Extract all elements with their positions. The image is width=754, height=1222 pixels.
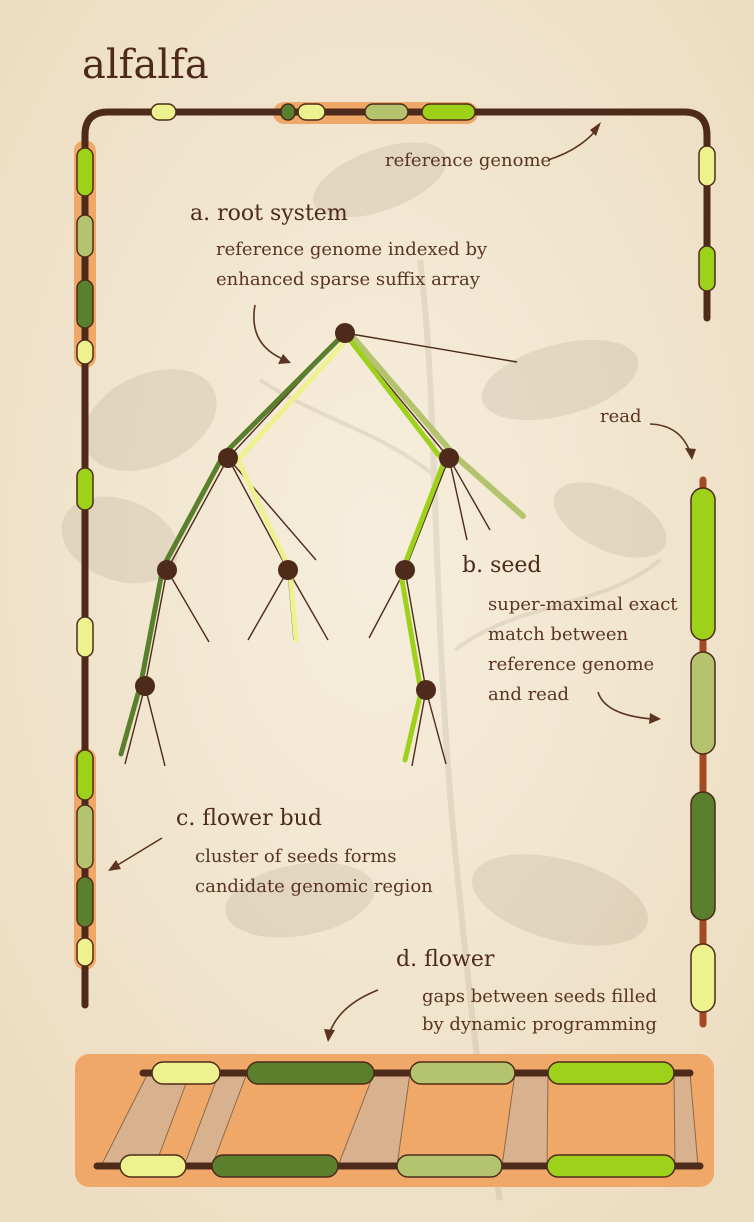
seed-block	[212, 1155, 338, 1177]
section-b-line: super-maximal exact	[488, 594, 678, 615]
seed-block	[548, 1062, 674, 1084]
tree-node	[395, 560, 415, 580]
section-c-line: candidate genomic region	[195, 876, 433, 897]
seed-block	[152, 1062, 220, 1084]
section-d-line: by dynamic programming	[422, 1014, 657, 1035]
section-d-line: gaps between seeds filled	[422, 986, 657, 1007]
page-title: alfalfa	[82, 42, 209, 88]
seed-block	[77, 805, 93, 869]
seed-block	[77, 280, 93, 328]
seed-block	[151, 104, 176, 120]
seed-block	[699, 246, 715, 291]
seed-block	[691, 792, 715, 920]
section-a-line: reference genome indexed by	[216, 239, 488, 260]
tree-node	[218, 448, 238, 468]
flower-alignment-panel	[75, 1054, 714, 1187]
seed-block	[422, 104, 475, 120]
section-b-line: and read	[488, 684, 569, 705]
seed-block	[77, 750, 93, 800]
seed-block	[77, 877, 93, 927]
seed-block	[281, 104, 295, 120]
seed-block	[298, 104, 325, 120]
seed-block	[77, 468, 93, 510]
section-c-line: cluster of seeds forms	[195, 846, 397, 867]
section-a-heading: a. root system	[190, 201, 348, 226]
seed-block	[77, 148, 93, 196]
seed-block	[547, 1155, 675, 1177]
seed-block	[120, 1155, 186, 1177]
tree-node	[135, 676, 155, 696]
seed-block	[691, 488, 715, 640]
seed-block	[410, 1062, 515, 1084]
seed-block	[691, 652, 715, 754]
tree-node	[157, 560, 177, 580]
section-d-heading: d. flower	[396, 947, 495, 972]
reference-genome-label: reference genome	[385, 150, 551, 171]
section-b-line: reference genome	[488, 654, 654, 675]
seed-block	[699, 146, 715, 186]
section-b-line: match between	[488, 624, 629, 645]
seed-block	[77, 938, 93, 966]
seed-block	[397, 1155, 502, 1177]
seed-block	[77, 617, 93, 657]
section-b-heading: b. seed	[462, 553, 541, 578]
read-label: read	[600, 406, 642, 427]
seed-block	[365, 104, 408, 120]
tree-node	[439, 448, 459, 468]
tree-node	[278, 560, 298, 580]
seed-block	[691, 944, 715, 1012]
seed-block	[77, 215, 93, 257]
seed-block	[77, 340, 93, 364]
seed-block	[247, 1062, 374, 1084]
section-c-heading: c. flower bud	[176, 806, 322, 831]
section-a-line: enhanced sparse suffix array	[216, 269, 481, 290]
tree-node	[416, 680, 436, 700]
tree-node	[335, 323, 355, 343]
